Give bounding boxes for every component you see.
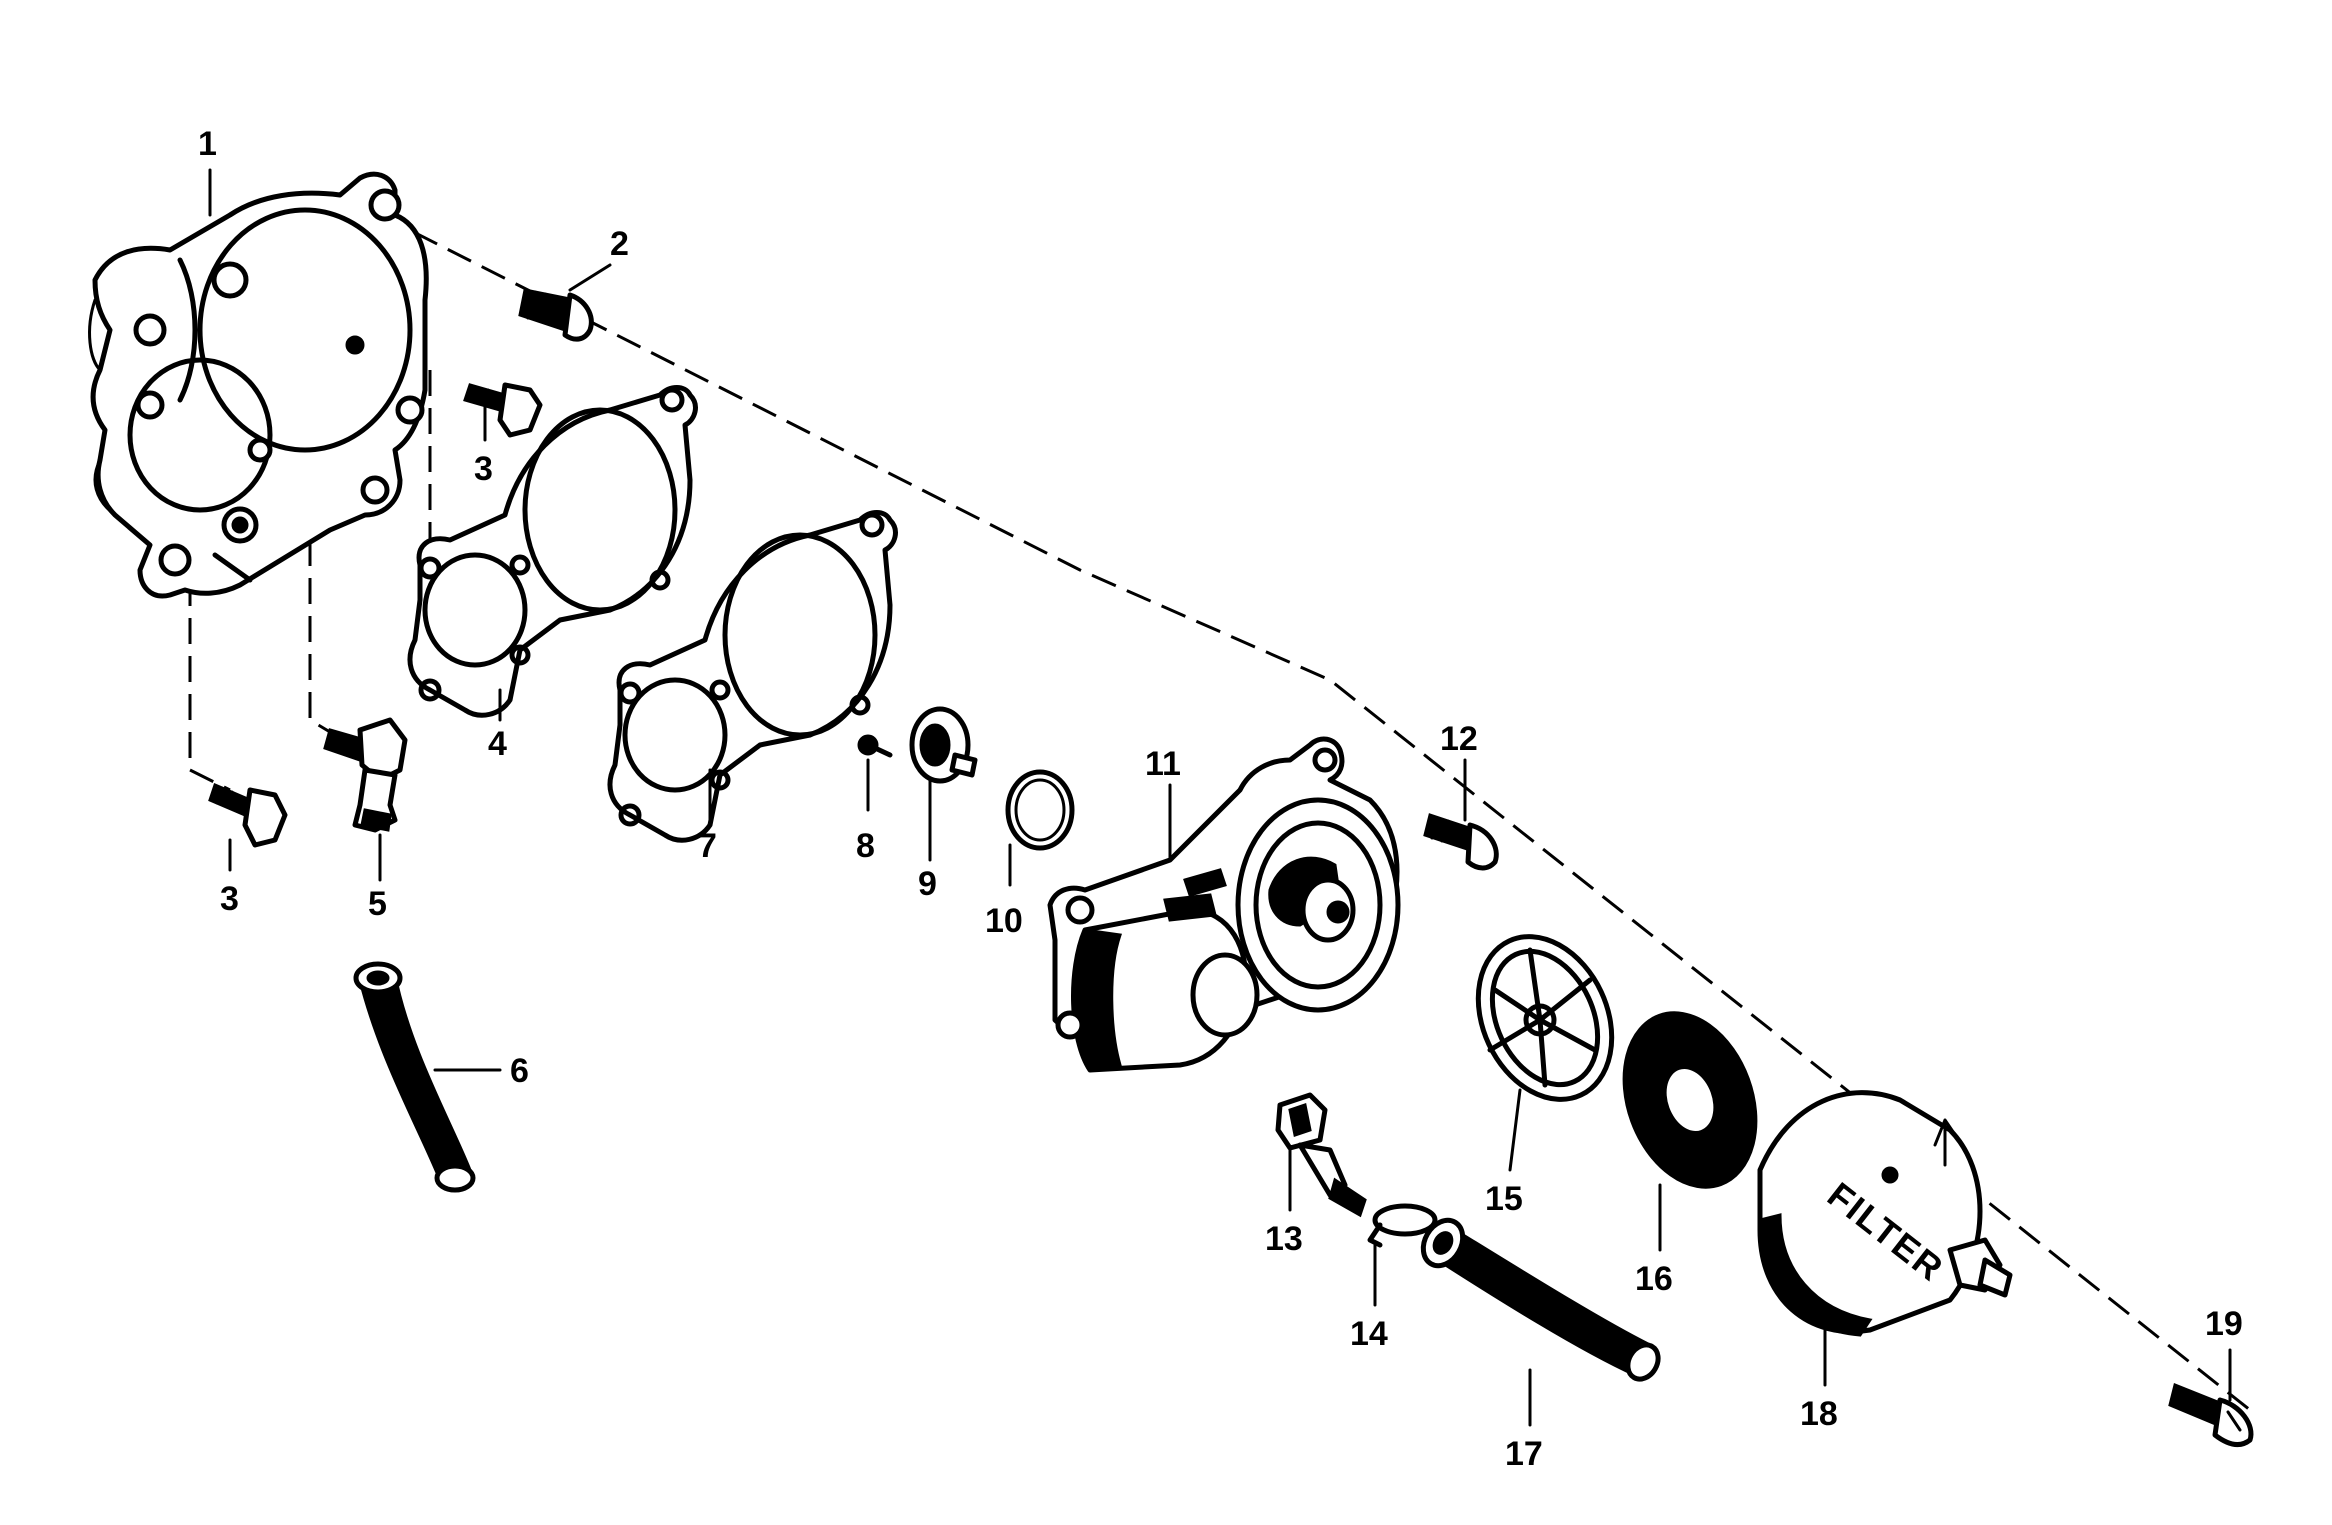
assembly-centerline: [188, 213, 2251, 1412]
part-5-elbow-fitting: [323, 717, 408, 833]
callout-3-lower: 3: [220, 880, 239, 918]
callout-10: 10: [985, 902, 1023, 940]
part-6-hose: [353, 961, 476, 1193]
callout-5: 5: [368, 885, 387, 923]
callout-15: 15: [1485, 1180, 1523, 1218]
callout-9: 9: [918, 865, 937, 903]
callout-3-upper: 3: [474, 450, 493, 488]
part-4-gasket: [407, 385, 698, 718]
callout-14: 14: [1350, 1315, 1388, 1353]
part-7-gasket: [607, 510, 898, 843]
callout-numbers: 1 2 3 3 4 5 6 7 8 9 10 11 12 13 14 15 16…: [198, 125, 2243, 1473]
part-19-screw: [2168, 1382, 2254, 1448]
part-18-filter-bowl: FILTER: [1757, 1090, 2013, 1337]
part-15-filter-screen: [1475, 934, 1615, 1102]
part-13-fitting: [1275, 1092, 1367, 1218]
part-11-motor-housing: [1047, 736, 1401, 1073]
part-8-small-screw: [857, 734, 893, 758]
part-17-hose: [1420, 1217, 1661, 1382]
callout-2: 2: [610, 225, 629, 263]
part-14-hose-clamp: [1367, 1203, 1438, 1248]
callout-1: 1: [198, 125, 217, 163]
part-9-valve: [909, 706, 978, 784]
callout-8: 8: [856, 827, 875, 865]
callout-17: 17: [1505, 1435, 1543, 1473]
callout-4: 4: [488, 725, 507, 763]
part-10-o-ring: [1005, 769, 1075, 851]
part-12-screw: [1423, 813, 1499, 871]
callout-16: 16: [1635, 1260, 1673, 1298]
leader-lines: [208, 168, 2232, 1427]
callout-18: 18: [1800, 1395, 1838, 1433]
callout-12: 12: [1440, 720, 1478, 758]
part-1-pump-body: [88, 171, 429, 599]
callout-19: 19: [2205, 1305, 2243, 1343]
part-3-hex-bolt-upper: [463, 382, 543, 438]
part-2-screw: [518, 288, 594, 342]
callout-7: 7: [698, 827, 717, 865]
part-16-gasket: [1622, 1011, 1758, 1189]
part-3-hex-bolt-lower: [208, 782, 288, 848]
callout-11: 11: [1145, 745, 1181, 783]
callout-13: 13: [1265, 1220, 1303, 1258]
callout-6: 6: [510, 1052, 529, 1090]
